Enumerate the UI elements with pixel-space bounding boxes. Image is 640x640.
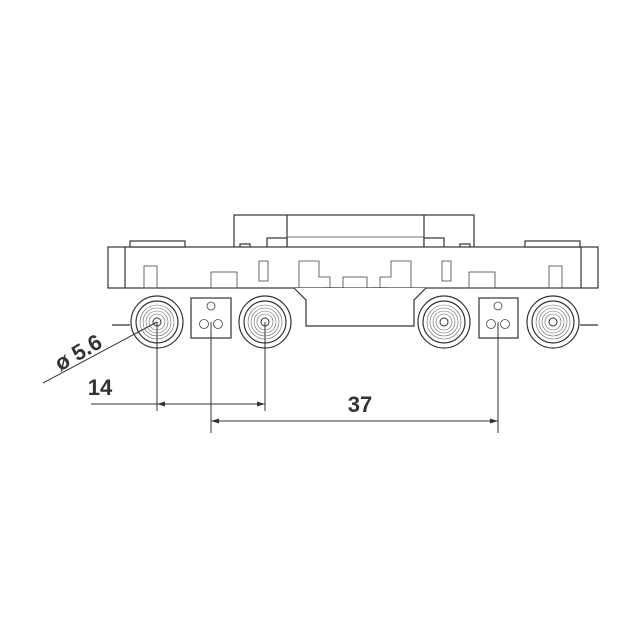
center-fairing xyxy=(293,287,427,327)
wheel xyxy=(526,295,580,349)
wheel-diameter-label: ø 5.6 xyxy=(50,329,106,376)
wheel xyxy=(417,295,471,349)
bogie-center-distance-label: 37 xyxy=(348,392,372,417)
frame-body xyxy=(107,240,599,297)
wheelbase-label: 14 xyxy=(88,375,113,400)
dimension-lines xyxy=(42,321,499,433)
